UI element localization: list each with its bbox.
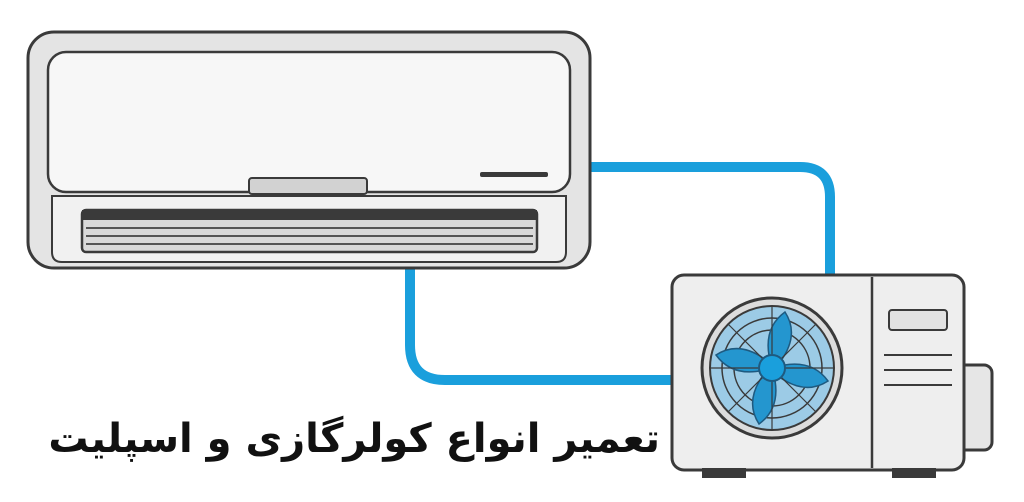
- refrigerant-pipe-icon: [405, 162, 835, 385]
- split-ac-indoor-unit-icon: [26, 30, 592, 270]
- service-caption: تعمیر انواع کولرگازی و اسپلیت: [48, 416, 660, 462]
- fan-icon: [700, 296, 844, 440]
